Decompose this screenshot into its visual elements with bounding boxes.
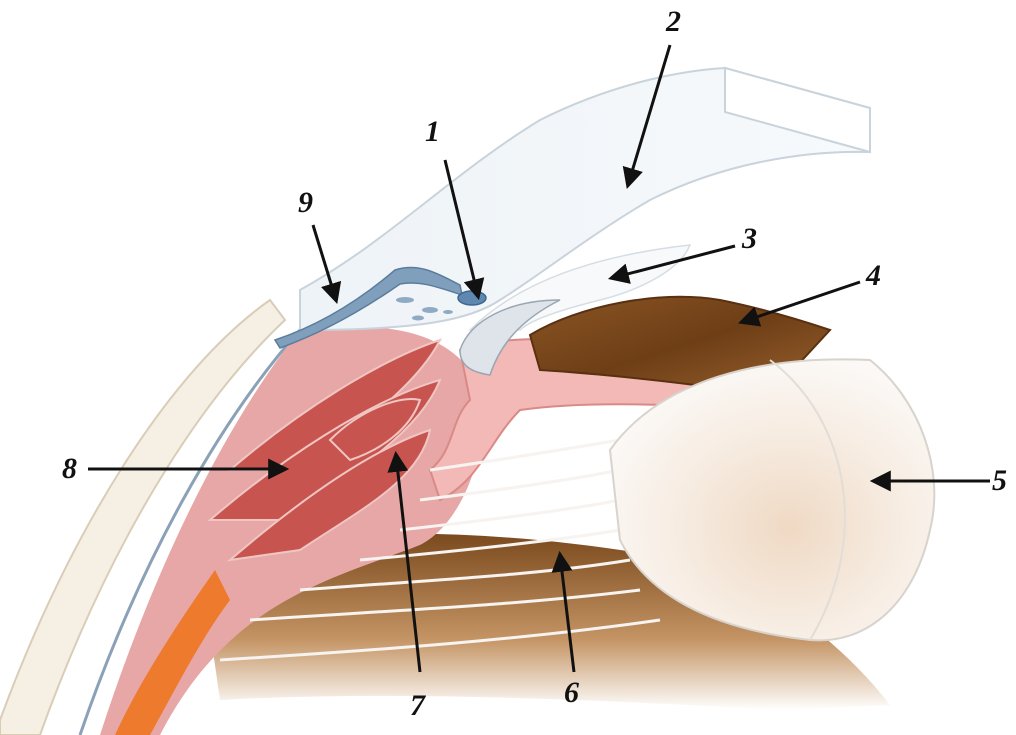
label-6: 6	[564, 676, 579, 709]
label-2: 2	[665, 5, 681, 38]
label-5: 5	[992, 464, 1007, 497]
label-9: 9	[298, 186, 313, 219]
label-3: 3	[741, 222, 757, 255]
schlemm-canal	[458, 291, 486, 305]
arrow-4	[742, 282, 860, 322]
label-8: 8	[62, 452, 77, 485]
label-7: 7	[410, 689, 426, 722]
label-4: 4	[865, 259, 881, 292]
label-1: 1	[425, 115, 440, 148]
